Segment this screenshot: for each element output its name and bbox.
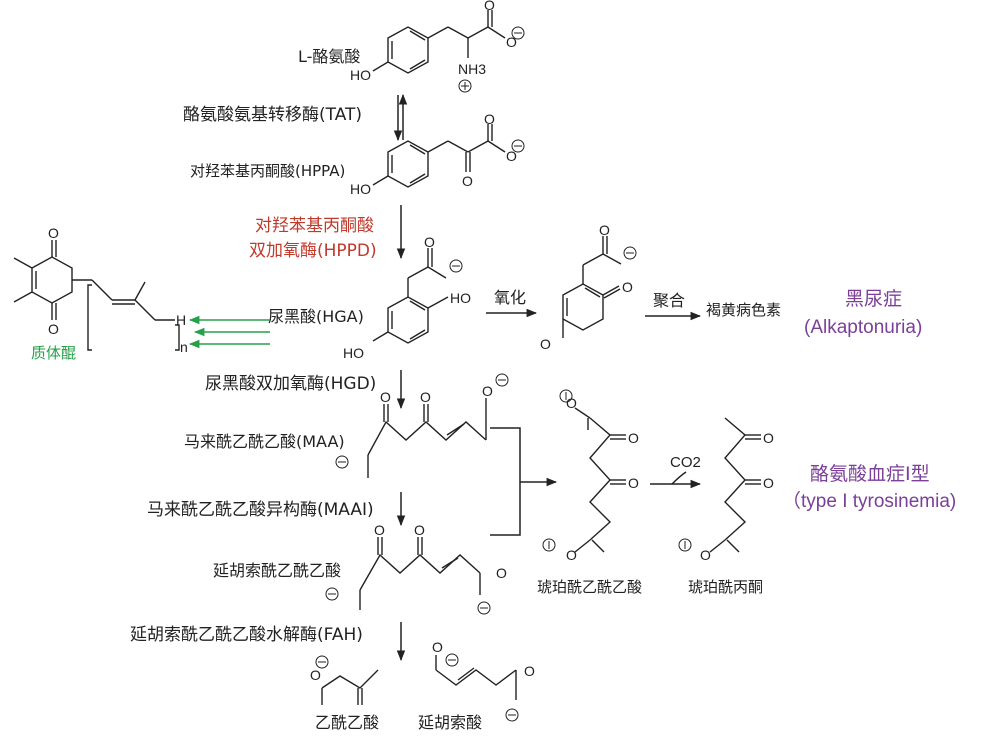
co2-curve xyxy=(671,471,687,485)
svg-text:O: O xyxy=(380,389,391,405)
svg-text:O: O xyxy=(540,336,551,352)
maa-label: 马来酰乙酰乙酸(MAA) xyxy=(184,432,345,451)
benzoquinone-atoms: O O O xyxy=(540,222,633,352)
svg-text:O: O xyxy=(496,565,507,581)
svg-text:O: O xyxy=(628,430,639,446)
polymerization-label: 聚合 xyxy=(653,291,686,310)
hppd-enzyme-label-1: 对羟苯基丙酮酸 xyxy=(255,216,374,236)
svg-text:O: O xyxy=(462,173,473,189)
benzoquinone-structure xyxy=(562,236,622,338)
saa-atoms: O O O O xyxy=(566,395,639,563)
svg-text:O: O xyxy=(622,279,633,295)
tyrosinemia-en-label: （type I tyrosinemia) xyxy=(782,491,957,512)
plastoquinone-atoms: O O H n xyxy=(48,225,188,355)
saa-label: 琥珀酰乙酰乙酸 xyxy=(537,578,643,596)
sa-atoms: O O O xyxy=(700,430,774,563)
fumarate-label: 延胡索酸 xyxy=(418,713,483,732)
svg-text:O: O xyxy=(524,663,535,679)
hga-structure xyxy=(372,248,449,344)
sa-structure xyxy=(709,417,761,553)
tat-enzyme-label: 酪氨酸氨基转移酶(TAT) xyxy=(183,105,363,125)
acetoacetate-label: 乙酰乙酸 xyxy=(315,713,380,732)
svg-text:O: O xyxy=(599,222,610,238)
fumarate-structure xyxy=(435,655,517,700)
quinone-label: 质体醌 xyxy=(31,344,77,362)
fah-enzyme-label: 延胡索酰乙酰乙酸水解酶(FAH) xyxy=(130,625,363,645)
svg-text:O: O xyxy=(506,148,517,164)
faa-label: 延胡索酰乙酰乙酸 xyxy=(213,561,342,580)
svg-text:O: O xyxy=(424,234,435,250)
svg-text:O: O xyxy=(374,522,385,538)
svg-text:O: O xyxy=(566,395,577,411)
sa-label: 琥珀酰丙酮 xyxy=(688,578,764,596)
hgd-enzyme-label: 尿黑酸双加氧酶(HGD) xyxy=(205,374,377,394)
pigment-label: 褐黄病色素 xyxy=(706,301,782,319)
svg-text:O: O xyxy=(566,547,577,563)
oxidation-label: 氧化 xyxy=(494,288,527,307)
tyrosinemia-zh-label: 酪氨酸血症I型 xyxy=(810,463,930,485)
tyrosine-atoms: HO O O NH3 xyxy=(350,0,517,83)
hppa-label: 对羟苯基丙酮酸(HPPA) xyxy=(190,162,346,180)
saa-structure xyxy=(574,407,626,553)
svg-text:HO: HO xyxy=(450,290,471,306)
svg-text:n: n xyxy=(180,339,188,355)
co2-label: CO2 xyxy=(670,454,701,471)
svg-text:O: O xyxy=(414,522,425,538)
svg-text:HO: HO xyxy=(343,345,364,361)
main-pathway-arrows xyxy=(393,93,702,662)
svg-text:O: O xyxy=(482,383,493,399)
plastoquinone-structure xyxy=(13,240,180,351)
acetoacetate-atoms: O xyxy=(310,667,321,683)
alkaptonuria-en-label: (Alkaptonuria) xyxy=(804,317,923,338)
svg-text:O: O xyxy=(700,547,711,563)
svg-text:O: O xyxy=(763,475,774,491)
faa-structure xyxy=(359,537,481,610)
faa-atoms: O O O xyxy=(374,522,507,581)
hppa-atoms: HO O O O xyxy=(350,111,517,197)
maa-atoms: O O O xyxy=(380,383,493,405)
svg-text:H: H xyxy=(176,312,186,328)
svg-text:HO: HO xyxy=(350,67,371,83)
svg-text:O: O xyxy=(484,111,495,127)
svg-text:HO: HO xyxy=(350,181,371,197)
hppd-enzyme-label-2: 双加氧酶(HPPD) xyxy=(249,241,377,261)
hga-label: 尿黑酸(HGA) xyxy=(268,307,364,326)
svg-text:NH3: NH3 xyxy=(458,61,486,77)
svg-text:O: O xyxy=(484,0,495,13)
acetoacetate-structure xyxy=(321,669,379,705)
svg-text:O: O xyxy=(48,321,59,337)
svg-text:O: O xyxy=(628,475,639,491)
maa-structure xyxy=(367,398,487,478)
tyrosine-structure xyxy=(372,10,506,74)
svg-text:O: O xyxy=(506,34,517,50)
fumarate-atoms: O O xyxy=(432,639,535,679)
maai-enzyme-label: 马来酰乙酰乙酸异构酶(MAAI) xyxy=(147,500,374,520)
hppa-structure xyxy=(372,124,506,188)
tyrosine-label: L-酪氨酸 xyxy=(298,47,361,66)
alkaptonuria-zh-label: 黑尿症 xyxy=(845,288,903,310)
svg-text:O: O xyxy=(432,639,443,655)
svg-text:O: O xyxy=(310,667,321,683)
hga-atoms: HO HO O xyxy=(343,234,471,361)
svg-text:O: O xyxy=(763,430,774,446)
svg-text:O: O xyxy=(48,225,59,241)
svg-text:O: O xyxy=(420,389,431,405)
bracket xyxy=(490,427,521,536)
quinone-arrows xyxy=(188,315,270,349)
